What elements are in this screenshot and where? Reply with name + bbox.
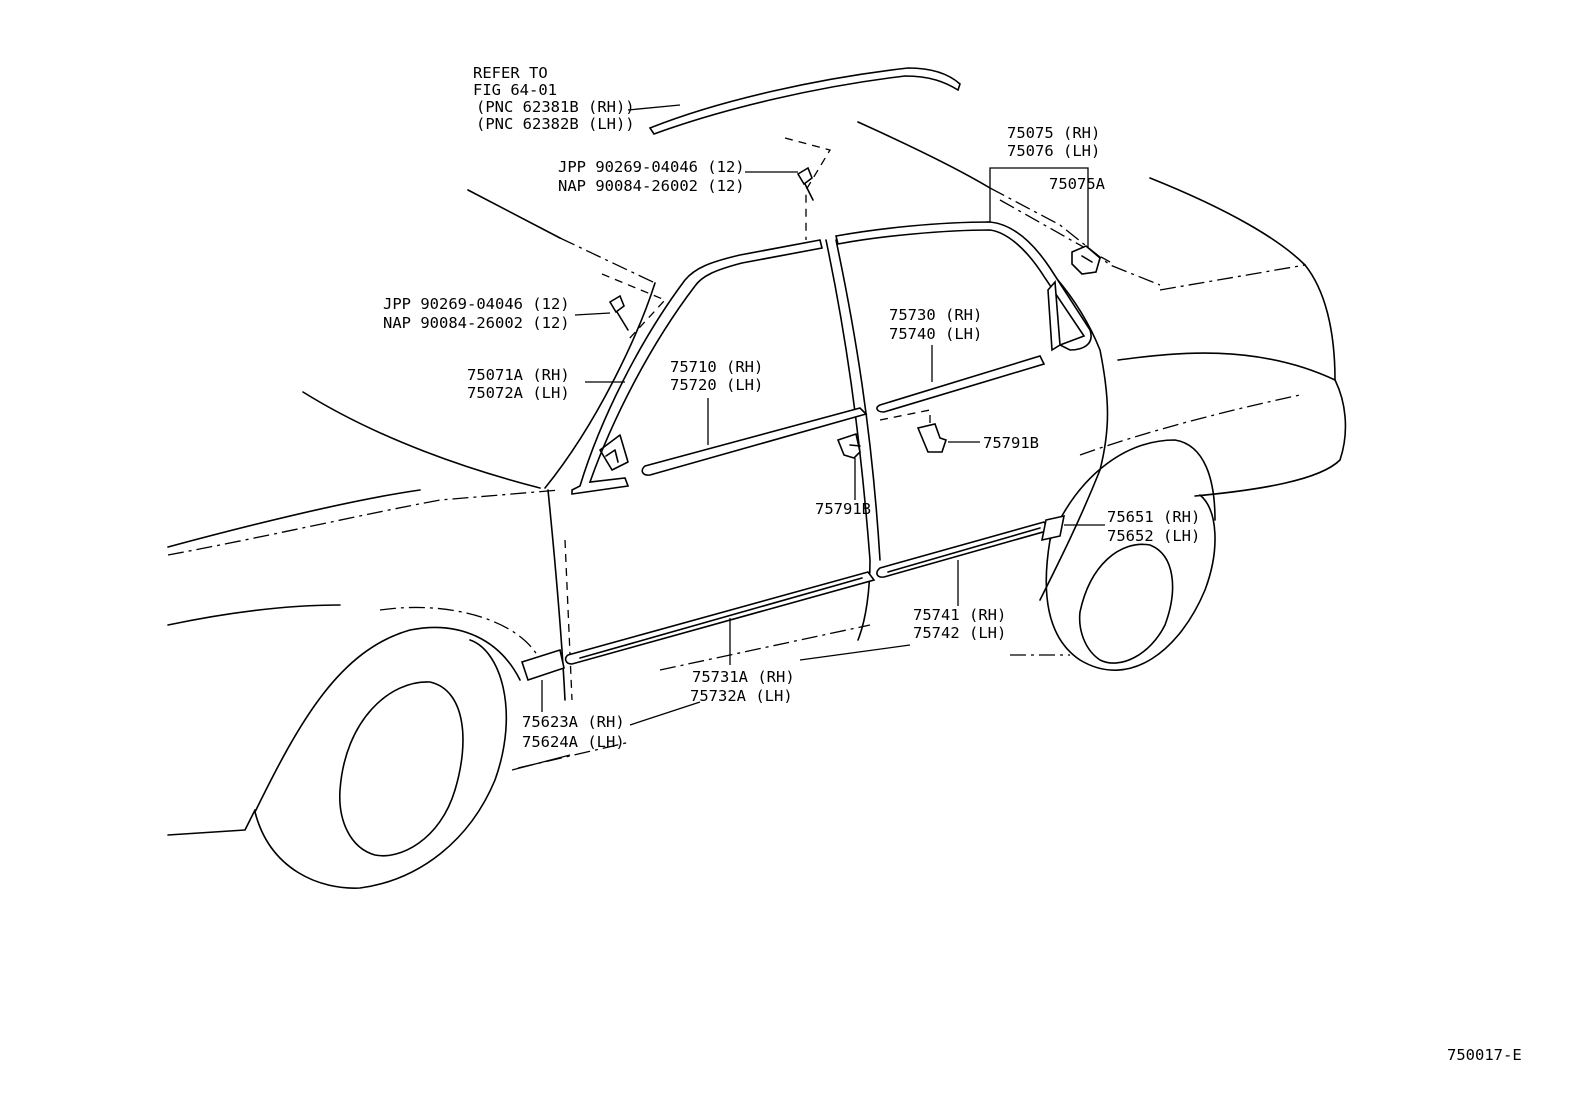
part-75740-label: 75740 (LH) [889, 325, 982, 343]
rear-belt-moulding [876, 355, 1046, 413]
refer-label-line1: REFER TO [473, 64, 548, 82]
leader-lines [511, 104, 1105, 771]
front-fender-moulding [520, 648, 565, 682]
refer-label-line3: (PNC 62381B (RH)) [476, 98, 635, 116]
part-75732a-label: 75732A (LH) [690, 687, 793, 705]
part-75742-label: 75742 (LH) [913, 624, 1006, 642]
car-body-outline [167, 121, 1347, 889]
part-75076-label: 75076 (LH) [1007, 142, 1100, 160]
part-75710-label: 75710 (RH) [670, 358, 763, 376]
clip-guide-lower [601, 273, 667, 341]
front-door-lower-moulding [564, 571, 876, 665]
part-75075a-label: 75075A [1049, 175, 1106, 193]
part-75652-label: 75652 (LH) [1107, 527, 1200, 545]
rear-door-lower-moulding [876, 521, 1052, 578]
part-75072a-label: 75072A (LH) [467, 384, 570, 402]
clip-a-label-line2: NAP 90084-26002 (12) [558, 177, 745, 195]
roof-drip-moulding [648, 67, 961, 135]
part-75071a-label: 75071A (RH) [467, 366, 570, 384]
clip-b-label-line2: NAP 90084-26002 (12) [383, 314, 570, 332]
part-75651-label: 75651 (RH) [1107, 508, 1200, 526]
part-75623a-label: 75623A (RH) [522, 713, 625, 731]
belt-clip-front-icon [836, 432, 861, 459]
part-75741-label: 75741 (RH) [913, 606, 1006, 624]
clip-guide-upper [784, 137, 832, 240]
rear-pillar-clip-icon [1071, 245, 1101, 275]
rear-quarter-moulding [1040, 514, 1066, 542]
part-75791b-front-label: 75791B [815, 500, 871, 518]
callout-labels: REFER TO FIG 64-01 (PNC 62381B (RH)) (PN… [383, 64, 1522, 1064]
clip-a-label-line1: JPP 90269-04046 (12) [558, 158, 745, 176]
pillar-clip-icon [608, 294, 629, 331]
part-75624a-label: 75624A (LH) [522, 733, 625, 751]
part-75731a-label: 75731A (RH) [692, 668, 795, 686]
part-75730-label: 75730 (RH) [889, 306, 982, 324]
refer-label-line4: (PNC 62382B (LH)) [476, 115, 635, 133]
part-75720-label: 75720 (LH) [670, 376, 763, 394]
refer-label-line2: FIG 64-01 [473, 81, 557, 99]
rear-frame-moulding [835, 221, 1092, 352]
belt-clip-rear-icon [916, 423, 948, 453]
part-75791b-rear-label: 75791B [983, 434, 1039, 452]
clip-b-label-line1: JPP 90269-04046 (12) [383, 295, 570, 313]
front-belt-moulding [641, 407, 868, 476]
roof-clip-icon [796, 166, 814, 201]
front-door-frame-moulding [571, 239, 823, 495]
belt-clip-guide [879, 409, 931, 425]
part-75075-label: 75075 (RH) [1007, 124, 1100, 142]
diagram-id-label: 750017-E [1447, 1046, 1522, 1064]
